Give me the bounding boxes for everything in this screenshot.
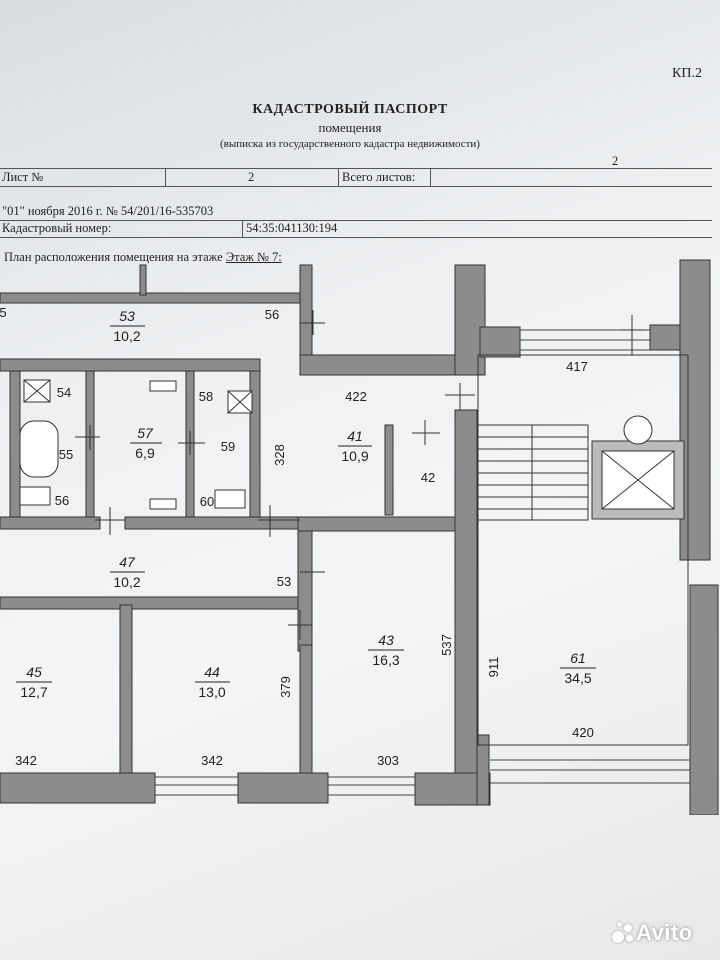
cadastral-row: Кадастровый номер: 54:35:041130:194 — [0, 220, 712, 238]
room-43-number: 43 — [378, 632, 394, 648]
label-328: 328 — [272, 444, 287, 466]
label-537: 537 — [439, 634, 454, 656]
label-42: 42 — [421, 470, 435, 485]
room-61-number: 61 — [570, 650, 586, 666]
fixtures — [19, 379, 685, 520]
room-53-area: 10,2 — [113, 328, 140, 344]
doors — [75, 310, 645, 640]
staircase — [477, 354, 689, 746]
room-labels: 53 10,2 57 6,9 41 10,9 47 10,2 45 12,7 4… — [16, 308, 596, 700]
document-note: (выписка из государственного кадастра не… — [220, 138, 480, 150]
room-61-area: 34,5 — [564, 670, 591, 686]
room-45-area: 12,7 — [20, 684, 47, 700]
avito-logo-icon — [612, 922, 634, 944]
label-303: 303 — [377, 753, 399, 768]
label-417: 417 — [566, 359, 588, 374]
walls — [0, 259, 719, 815]
document-title: КАДАСТРОВЫЙ ПАСПОРТ — [252, 102, 448, 117]
label-342-mid: 342 — [201, 753, 223, 768]
label-5: 5 — [0, 305, 7, 320]
sheet-value: 2 — [248, 170, 255, 184]
avito-watermark: Avito — [612, 920, 693, 946]
room-41-number: 41 — [347, 428, 363, 444]
room-53-number: 53 — [119, 308, 135, 324]
label-56-top: 56 — [265, 307, 279, 322]
date-row: "01" ноября 2016 г. № 54/201/16-535703 — [0, 203, 712, 221]
room-44-number: 44 — [204, 664, 220, 680]
room-57-number: 57 — [137, 425, 154, 441]
sheet-label: Лист № — [2, 170, 44, 184]
plan-title: План расположения помещения на этаже Эта… — [4, 250, 282, 265]
cadastral-label: Кадастровый номер: — [2, 221, 112, 235]
room-45-number: 45 — [26, 664, 42, 680]
label-55: 55 — [59, 447, 73, 462]
date-line: "01" ноября 2016 г. № 54/201/16-535703 — [2, 204, 214, 218]
cadastral-number: 54:35:041130:194 — [246, 221, 338, 235]
label-54: 54 — [57, 385, 71, 400]
room-44-area: 13,0 — [198, 684, 225, 700]
avito-text: Avito — [636, 920, 693, 945]
label-53-mid: 53 — [277, 574, 291, 589]
floor-plan: 53 10,2 57 6,9 41 10,9 47 10,2 45 12,7 4… — [0, 259, 719, 815]
dimension-labels: 5 56 54 55 56 58 59 60 42 422 328 417 53… — [0, 305, 594, 768]
room-47-area: 10,2 — [113, 574, 140, 590]
label-60: 60 — [200, 494, 214, 509]
plan-floor: Этаж № 7: — [225, 250, 282, 264]
label-420: 420 — [572, 725, 594, 740]
sheet-row: Лист № 2 Всего листов: 2 — [0, 154, 712, 187]
label-342-left: 342 — [15, 753, 37, 768]
room-47-number: 47 — [119, 554, 136, 570]
label-379: 379 — [278, 676, 293, 698]
document-subtitle: помещения — [318, 120, 382, 135]
room-43-area: 16,3 — [372, 652, 399, 668]
label-58: 58 — [199, 389, 213, 404]
plan-title-prefix: План расположения помещения на этаже — [4, 250, 223, 264]
room-57-area: 6,9 — [135, 445, 155, 461]
total-sheets-value: 2 — [612, 154, 619, 168]
room-41-area: 10,9 — [341, 448, 368, 464]
total-sheets-label: Всего листов: — [342, 170, 416, 184]
label-422: 422 — [345, 389, 367, 404]
label-59: 59 — [221, 439, 235, 454]
label-911: 911 — [486, 657, 501, 678]
label-56-wc: 56 — [55, 493, 69, 508]
sheet-code: КП.2 — [672, 66, 702, 81]
